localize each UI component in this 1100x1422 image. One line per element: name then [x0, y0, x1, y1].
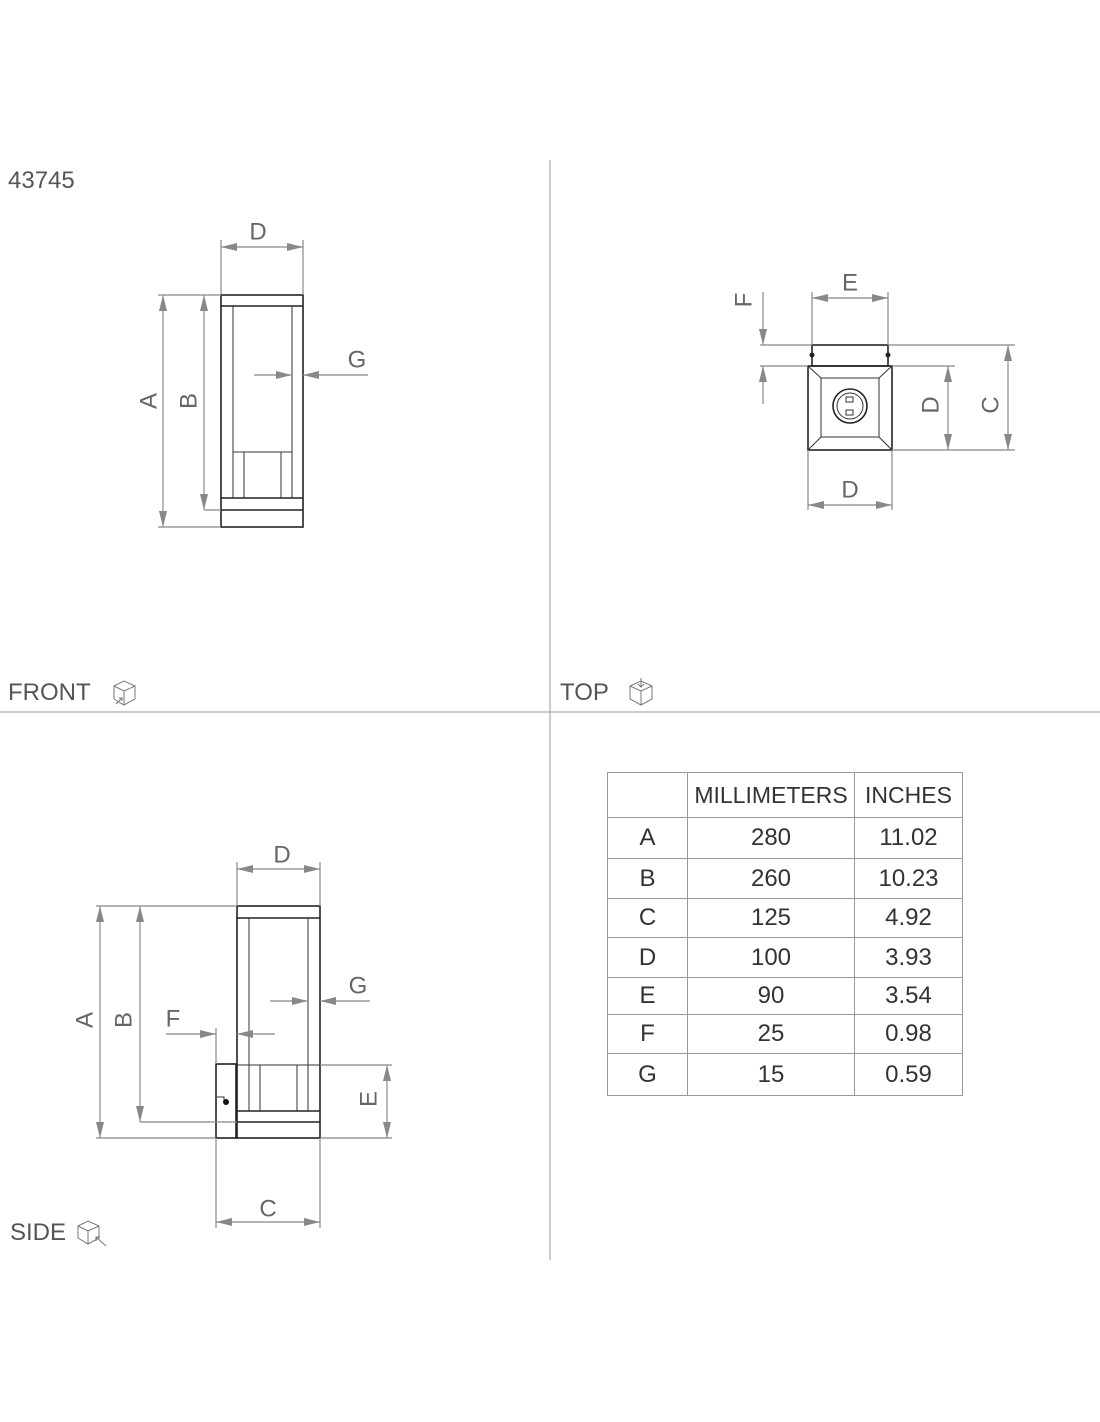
row-mm: 280 [687, 817, 855, 859]
dim-label-c-top: C [977, 396, 1004, 413]
header-blank [607, 772, 688, 818]
dim-label-e-side: E [355, 1091, 382, 1107]
front-view-label: FRONT [8, 679, 91, 706]
dim-label-f: F [730, 293, 757, 308]
side-view-cube-icon [77, 1220, 107, 1247]
table-header-row: MILLIMETERS INCHES [607, 772, 963, 818]
row-mm: 25 [687, 1014, 855, 1054]
dim-label-a-side: A [71, 1012, 98, 1028]
top-view-cube-icon [629, 678, 653, 706]
row-in: 0.98 [854, 1014, 963, 1054]
row-mm: 100 [687, 937, 855, 978]
row-in: 4.92 [854, 898, 963, 938]
dim-label-b-side: B [110, 1012, 137, 1028]
row-dim: C [607, 898, 688, 938]
row-mm: 125 [687, 898, 855, 938]
product-code: 43745 [8, 167, 75, 194]
top-view: E F D C D [730, 269, 1015, 510]
row-in: 3.54 [854, 977, 963, 1015]
side-view: D A B F G E C [71, 841, 392, 1228]
row-dim: B [607, 858, 688, 899]
dim-label-d-top-bottom: D [841, 476, 858, 503]
row-dim: F [607, 1014, 688, 1054]
row-mm: 15 [687, 1053, 855, 1096]
dim-label-b: B [175, 393, 202, 409]
row-in: 11.02 [854, 817, 963, 859]
side-view-label: SIDE [10, 1219, 66, 1246]
row-dim: D [607, 937, 688, 978]
row-in: 0.59 [854, 1053, 963, 1096]
row-dim: G [607, 1053, 688, 1096]
dim-label-d-side: D [273, 841, 290, 868]
dim-label-g-side: G [349, 972, 368, 999]
dim-label-d-top-right: D [917, 396, 944, 413]
row-in: 3.93 [854, 937, 963, 978]
row-dim: E [607, 977, 688, 1015]
dim-label-f-side: F [166, 1005, 181, 1032]
dim-label-c-side: C [259, 1195, 276, 1222]
dim-label-d: D [249, 218, 266, 245]
row-in: 10.23 [854, 858, 963, 899]
top-view-label: TOP [560, 679, 609, 706]
row-mm: 90 [687, 977, 855, 1015]
dim-label-g: G [348, 346, 367, 373]
dim-label-e: E [842, 269, 858, 296]
header-millimeters: MILLIMETERS [687, 772, 855, 818]
front-view-cube-icon [113, 680, 136, 706]
row-mm: 260 [687, 858, 855, 899]
dim-label-a: A [135, 393, 162, 409]
front-view: D A B G [135, 218, 368, 528]
header-inches: INCHES [854, 772, 963, 818]
row-dim: A [607, 817, 688, 859]
